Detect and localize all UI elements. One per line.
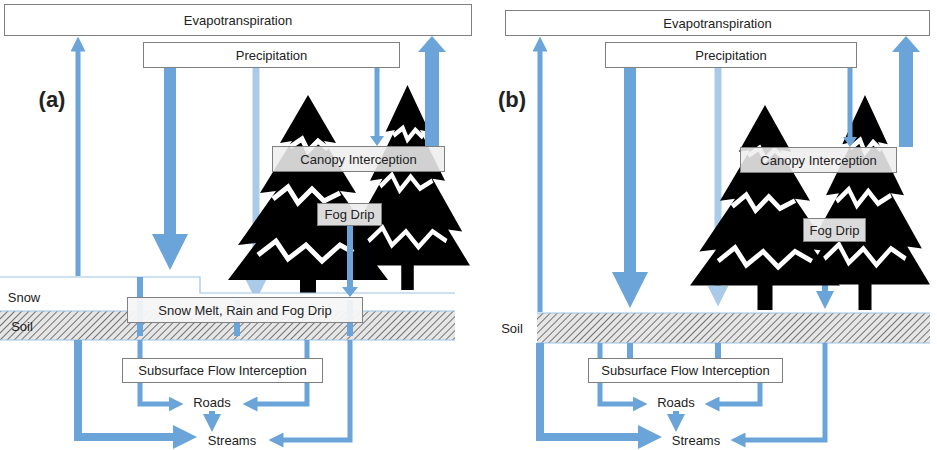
arrow-shape [370, 68, 384, 146]
flow-arrow [370, 68, 384, 146]
box-label: Evapotranspiration [663, 16, 771, 31]
panel-label: (a) [39, 87, 66, 113]
region-label: Soil [501, 321, 523, 336]
region-label: Streams [672, 433, 720, 448]
panel-label: (b) [498, 87, 526, 113]
arrow-shape [418, 36, 446, 146]
box-label: Precipitation [695, 48, 767, 63]
process-box: Evapotranspiration [4, 4, 472, 36]
process-box: Fog Drip [803, 218, 866, 242]
process-box: Subsurface Flow Interception [588, 358, 783, 383]
process-box: Canopy Interception [740, 147, 897, 173]
region-label: Streams [208, 433, 256, 448]
box-label: Fog Drip [810, 223, 860, 238]
box-label: Subsurface Flow Interception [601, 363, 769, 378]
box-label: Evapotranspiration [184, 13, 292, 28]
box-label: Subsurface Flow Interception [138, 363, 306, 378]
region-label: Roads [657, 395, 695, 410]
flow-arrow [418, 36, 446, 146]
arrow-shape [342, 226, 358, 297]
arrow-shape [892, 36, 920, 147]
region-label: Soil [11, 319, 33, 334]
process-box: Snow Melt, Rain and Fog Drip [127, 297, 363, 323]
process-box: Canopy Interception [272, 146, 445, 172]
process-box: Precipitation [143, 42, 400, 68]
process-box: Precipitation [605, 42, 857, 68]
arrow-shape [843, 68, 857, 147]
flow-arrow [843, 68, 857, 147]
box-label: Canopy Interception [760, 153, 876, 168]
process-box: Evapotranspiration [505, 10, 930, 36]
region-label: Roads [193, 395, 231, 410]
process-box: Fog Drip [317, 203, 382, 226]
flow-arrow [342, 226, 358, 297]
box-label: Snow Melt, Rain and Fog Drip [158, 303, 331, 318]
box-label: Canopy Interception [300, 152, 416, 167]
box-label: Precipitation [236, 48, 308, 63]
process-box: Subsurface Flow Interception [122, 358, 323, 383]
region-label: Snow [8, 290, 41, 305]
flow-arrow [892, 36, 920, 147]
box-label: Fog Drip [325, 207, 375, 222]
